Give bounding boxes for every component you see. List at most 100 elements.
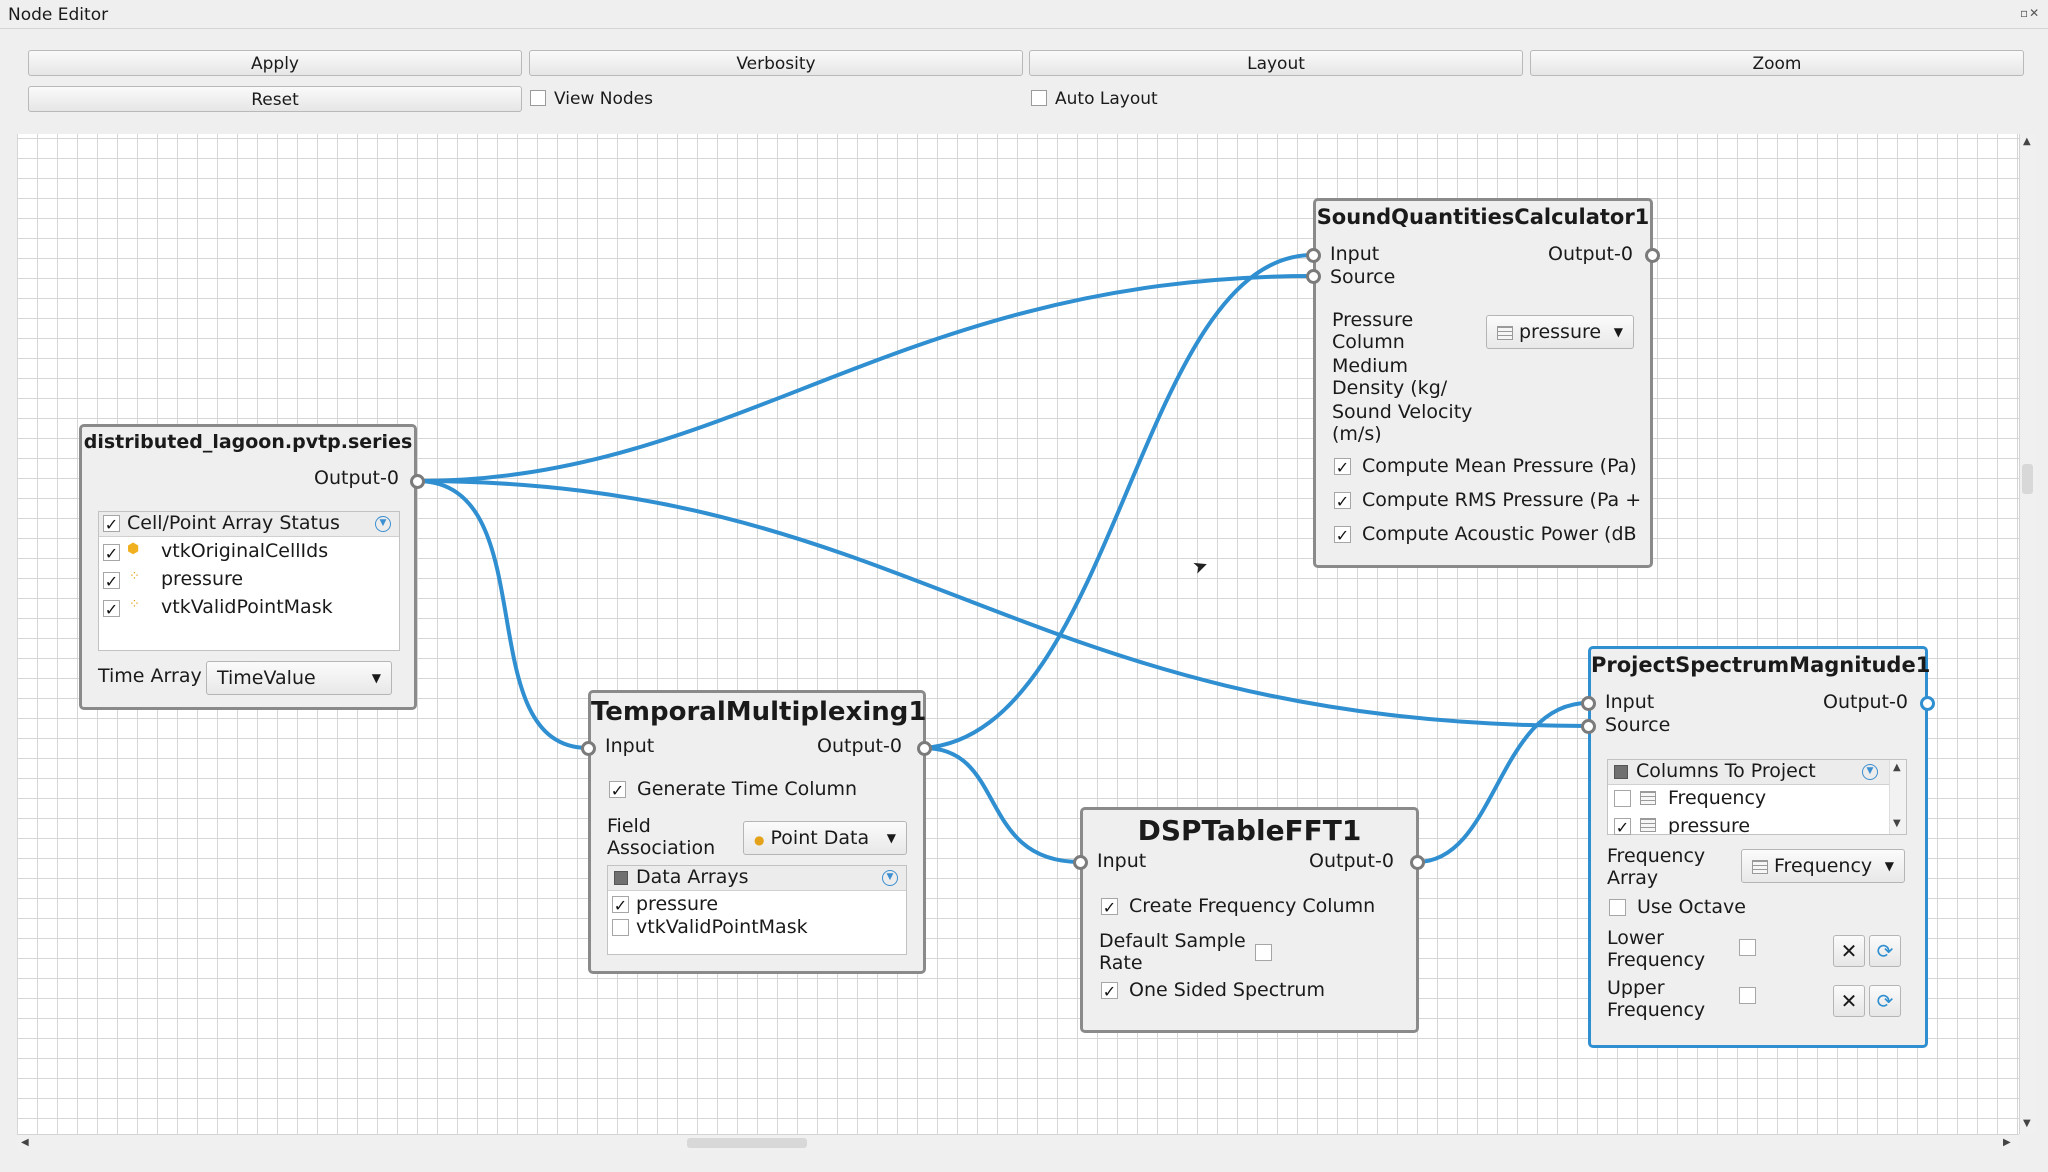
generate-time-label: Generate Time Column (637, 778, 858, 800)
columns-to-project-list[interactable]: Columns To Project ▼ Frequency ✓ pressur… (1607, 759, 1907, 837)
project-input-port[interactable] (1581, 696, 1596, 711)
upper-frequency-checkbox[interactable] (1739, 987, 1756, 1004)
source-output-port[interactable] (410, 474, 425, 489)
mean-pressure-checkbox[interactable]: ✓ (1334, 458, 1351, 477)
link-source-to-temporal-input (416, 479, 589, 750)
horizontal-scroll-thumb[interactable] (687, 1138, 807, 1148)
scale-icon[interactable]: ✕ (1833, 935, 1865, 967)
pressure-column-select[interactable]: pressure ▼ (1486, 315, 1634, 349)
chevron-down-icon[interactable]: ▼ (2023, 1118, 2031, 1129)
chevron-left-icon[interactable]: ◀ (21, 1137, 29, 1148)
field-label-line2: Association (607, 837, 716, 859)
zoom-button[interactable]: Zoom (1530, 50, 2024, 76)
partial-check-icon[interactable] (1614, 765, 1628, 779)
fft-output-port[interactable] (1410, 855, 1425, 870)
one-sided-checkbox[interactable]: ✓ (1101, 982, 1118, 1001)
frequency-array-value: Frequency (1774, 855, 1873, 877)
array-checkbox[interactable]: ✓ (103, 544, 120, 563)
node-canvas[interactable]: distributed_lagoon.pvtp.series Output-0 … (17, 134, 2019, 1134)
acoustic-power-checkbox[interactable]: ✓ (1334, 526, 1351, 545)
array-checkbox[interactable]: ✓ (612, 896, 629, 915)
chevron-right-icon[interactable]: ▶ (2003, 1137, 2011, 1148)
verbosity-button[interactable]: Verbosity (529, 50, 1023, 76)
source-port-label: Source (1330, 266, 1396, 288)
node-temporal-multiplexing[interactable]: TemporalMultiplexing1 Input Output-0 ✓ G… (588, 690, 926, 974)
frequency-array-select[interactable]: Frequency ▼ (1741, 849, 1905, 883)
source-port-label: Source (1605, 714, 1671, 736)
time-array-value: TimeValue (217, 667, 316, 689)
medium-density-line1: Medium (1332, 355, 1408, 377)
sound-output-port[interactable] (1645, 248, 1660, 263)
chevron-down-icon[interactable]: ▼ (1862, 764, 1878, 780)
output-port-label: Output-0 (1548, 243, 1633, 265)
field-association-select[interactable]: ● Point Data ▼ (743, 821, 907, 855)
acoustic-power-label: Compute Acoustic Power (dB (1362, 523, 1637, 545)
chevron-down-icon[interactable]: ▼ (1893, 818, 1901, 829)
chevron-down-icon[interactable]: ▼ (375, 516, 391, 532)
chevron-up-icon[interactable]: ▲ (2023, 136, 2031, 147)
columns-scrollbar[interactable]: ▲ ▼ (1889, 760, 1906, 834)
auto-layout-box[interactable] (1031, 90, 1047, 106)
create-frequency-label: Create Frequency Column (1129, 895, 1376, 917)
array-checkbox[interactable]: ✓ (103, 572, 120, 591)
array-checkbox[interactable] (612, 919, 629, 936)
column-checkbox[interactable] (1614, 790, 1631, 807)
partial-check-icon[interactable] (614, 871, 628, 885)
fft-input-port[interactable] (1073, 855, 1088, 870)
sound-source-port[interactable] (1306, 269, 1321, 284)
apply-button[interactable]: Apply (28, 50, 522, 76)
lower-frequency-line1: Lower (1607, 927, 1664, 949)
create-frequency-checkbox[interactable]: ✓ (1101, 898, 1118, 917)
time-array-label: Time Array (98, 665, 202, 687)
pressure-column-value: pressure (1519, 321, 1602, 343)
output-port-label: Output-0 (314, 467, 399, 489)
project-source-port[interactable] (1581, 719, 1596, 734)
chevron-down-icon[interactable]: ▼ (882, 870, 898, 886)
generate-time-checkbox[interactable]: ✓ (609, 781, 626, 800)
chevron-up-icon[interactable]: ▲ (1893, 762, 1901, 773)
table-column-icon (1640, 791, 1656, 805)
chevron-down-icon: ▼ (886, 831, 896, 845)
view-nodes-label: View Nodes (554, 89, 653, 109)
chevron-down-icon: ▼ (1613, 325, 1623, 339)
node-distributed-lagoon[interactable]: distributed_lagoon.pvtp.series Output-0 … (79, 424, 417, 710)
default-sample-rate-checkbox[interactable] (1255, 944, 1272, 961)
cell-point-array-list[interactable]: ✓ Cell/Point Array Status ▼ ✓ ⬢ vtkOrigi… (98, 511, 400, 651)
output-port-label: Output-0 (1823, 691, 1908, 713)
vertical-scroll-thumb[interactable] (2022, 464, 2033, 494)
sound-velocity-line1: Sound Velocity (1332, 401, 1473, 423)
column-checkbox[interactable]: ✓ (1614, 818, 1631, 837)
field-association-label: Field Association (607, 815, 715, 859)
rms-pressure-checkbox[interactable]: ✓ (1334, 492, 1351, 511)
auto-layout-checkbox[interactable]: Auto Layout (1031, 89, 1158, 109)
canvas-horizontal-scrollbar[interactable]: ◀ ▶ (17, 1134, 2019, 1151)
sound-input-port[interactable] (1306, 248, 1321, 263)
view-nodes-box[interactable] (530, 90, 546, 106)
use-octave-checkbox[interactable] (1609, 899, 1626, 916)
node-project-spectrum-magnitude[interactable]: ProjectSpectrumMagnitude1 Input Source O… (1588, 646, 1930, 1048)
refresh-icon[interactable]: ⟳ (1869, 935, 1901, 967)
link-temporal-to-fft-input (923, 746, 1081, 864)
node-dsp-table-fft[interactable]: DSPTableFFT1 Input Output-0 ✓ Create Fre… (1080, 807, 1419, 1033)
lower-frequency-checkbox[interactable] (1739, 939, 1756, 956)
canvas-vertical-scrollbar[interactable]: ▲ ▼ (2019, 134, 2036, 1134)
lower-frequency-label: Lower Frequency (1607, 927, 1705, 971)
temporal-input-port[interactable] (581, 741, 596, 756)
reset-button[interactable]: Reset (28, 86, 522, 112)
refresh-icon[interactable]: ⟳ (1869, 985, 1901, 1017)
sound-velocity-line2: (m/s) (1332, 423, 1382, 445)
temporal-output-port[interactable] (917, 741, 932, 756)
auto-layout-label: Auto Layout (1055, 89, 1158, 109)
array-checkbox[interactable]: ✓ (103, 600, 120, 619)
data-arrays-list[interactable]: Data Arrays ▼ ✓ pressure vtkValidPointMa… (607, 865, 907, 955)
node-sound-quantities-calculator[interactable]: SoundQuantitiesCalculator1 Input Source … (1313, 198, 1653, 568)
time-array-select[interactable]: TimeValue ▼ (206, 661, 392, 695)
sound-velocity-label: Sound Velocity (m/s) (1332, 401, 1472, 445)
header-checkbox[interactable]: ✓ (103, 515, 120, 534)
link-fft-to-project-input (1416, 701, 1589, 864)
window-controls-icon[interactable]: ▫✕ (2020, 6, 2041, 20)
layout-button[interactable]: Layout (1029, 50, 1523, 76)
project-output-port[interactable] (1920, 696, 1935, 711)
scale-icon[interactable]: ✕ (1833, 985, 1865, 1017)
view-nodes-checkbox[interactable]: View Nodes (530, 89, 653, 109)
